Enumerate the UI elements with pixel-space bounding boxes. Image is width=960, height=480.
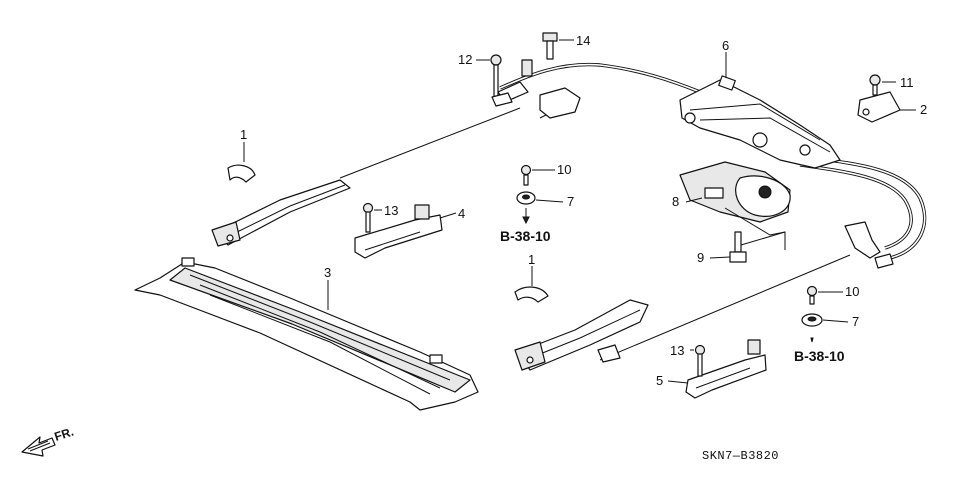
callout-5: 5: [656, 373, 663, 388]
callout-11: 11: [900, 75, 914, 90]
leader-lines: [243, 39, 916, 384]
sunroof-motor: [679, 161, 791, 236]
front-direction-label: FR.: [53, 425, 76, 444]
nut-7a: [516, 191, 536, 205]
screw-12: [490, 54, 513, 107]
nut-7b: [801, 313, 823, 327]
cable-clip-right: [844, 221, 894, 269]
callout-13b: 13: [670, 343, 684, 358]
callout-10a: 10: [557, 162, 571, 177]
clip-1b: [514, 286, 549, 303]
callout-6: 6: [722, 38, 729, 53]
bolt-9: [729, 231, 786, 263]
screw-11: [869, 74, 881, 96]
callout-12: 12: [458, 52, 472, 67]
front-direction-arrow-icon: [21, 436, 56, 457]
clip-1a: [227, 164, 256, 183]
bracket-5: [685, 339, 767, 399]
callout-1a: 1: [240, 127, 247, 142]
drive-cables: [339, 62, 927, 361]
screw-13b: [694, 344, 706, 377]
callout-7a: 7: [567, 194, 574, 209]
callout-8: 8: [672, 194, 679, 209]
callout-2: 2: [920, 102, 927, 117]
bracket-2: [857, 91, 901, 123]
screw-10a: [520, 164, 532, 186]
bracket-4: [354, 204, 443, 259]
cross-ref-label: B-38-10: [794, 348, 845, 364]
callout-4: 4: [458, 206, 465, 221]
screw-13a: [362, 202, 374, 233]
callout-numbers: 1 1 2 3 4 5 6 7 7 8 9 10 10 11 12 13 13 …: [240, 33, 927, 388]
callout-3: 3: [324, 265, 331, 280]
bolt-14: [542, 32, 558, 60]
callout-10b: 10: [845, 284, 859, 299]
screw-10b: [806, 285, 818, 305]
frame-assembly: [679, 75, 841, 169]
callout-14: 14: [576, 33, 590, 48]
left-guide-rail: [211, 179, 351, 247]
callout-9: 9: [697, 250, 704, 265]
cross-ref-label: B-38-10: [500, 228, 551, 244]
right-guide-rail: [514, 299, 649, 371]
front-frame-panel: [134, 257, 479, 411]
callout-13a: 13: [384, 203, 398, 218]
diagram-code: SKN7—B3820: [702, 449, 779, 463]
cable-clip-top: [497, 59, 581, 119]
callout-1b: 1: [528, 252, 535, 267]
callout-7b: 7: [852, 314, 859, 329]
